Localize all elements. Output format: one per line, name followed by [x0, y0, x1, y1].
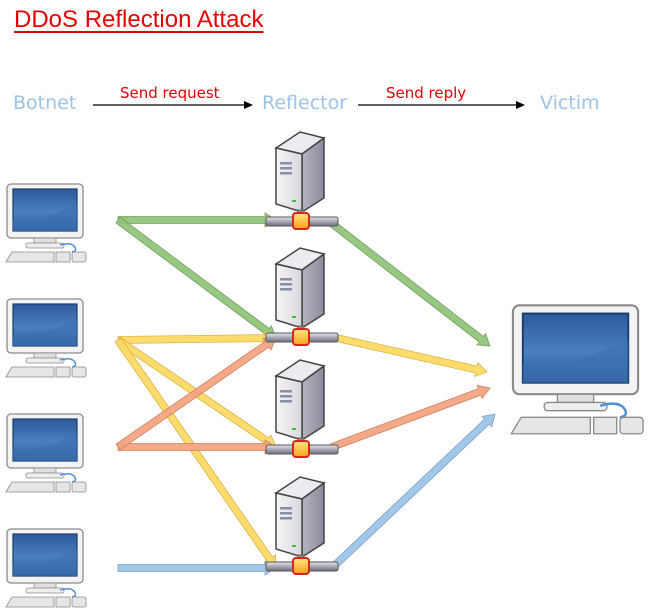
bot-computer-icon: [5, 413, 87, 493]
victim-computer-icon: [510, 304, 645, 436]
send-request-arrow: [93, 101, 253, 109]
request-arrow-yellow: [117, 330, 277, 346]
bot-computer-icon: [5, 183, 87, 263]
request-arrow-orange: [117, 439, 277, 455]
botnet-label: Botnet: [13, 92, 77, 114]
send-reply-label: Send reply: [386, 84, 467, 102]
request-arrow-green: [115, 216, 277, 339]
reflector-label: Reflector: [262, 92, 348, 114]
request-arrow-blue: [117, 560, 277, 576]
reflector-server-icon: [265, 131, 339, 230]
bot-computer-icon: [5, 528, 87, 608]
reply-arrow-orange: [330, 384, 491, 451]
reply-arrow-yellow: [330, 333, 488, 378]
bot-computer-icon: [5, 298, 87, 378]
reflector-server-icon: [265, 476, 339, 575]
reply-arrow-blue: [329, 413, 496, 572]
reflector-server-icon: [265, 247, 339, 346]
send-request-label: Send request: [120, 84, 220, 102]
request-arrow-yellow: [114, 337, 277, 569]
diagram-title: DDoS Reflection Attack: [14, 6, 264, 33]
flow-arrows: [114, 212, 496, 576]
send-reply-arrow: [358, 101, 525, 109]
reply-arrow-green: [327, 218, 491, 347]
request-arrow-green: [117, 212, 277, 228]
victim-label: Victim: [540, 92, 600, 114]
reflector-server-icon: [265, 359, 339, 458]
